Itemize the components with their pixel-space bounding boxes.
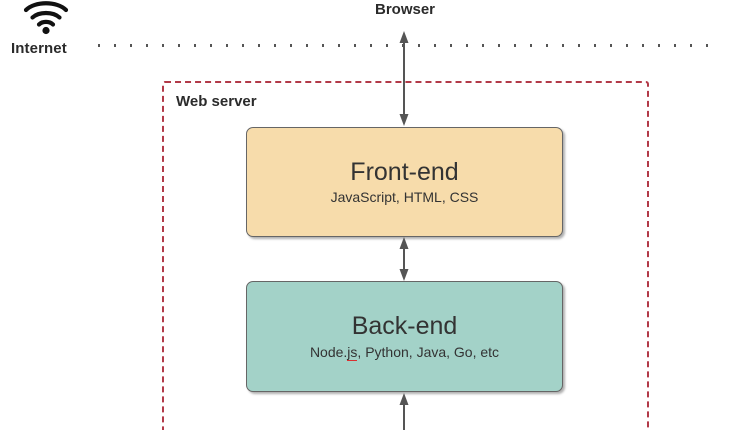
arrow-backend-from-below [399,393,409,430]
arrow-frontend-backend [399,237,409,281]
backend-subtitle-misspelled-word: js [347,343,358,361]
frontend-box[interactable]: Front-end JavaScript, HTML, CSS [246,127,563,237]
backend-subtitle-prefix: Node. [309,343,348,360]
wifi-icon [22,0,70,36]
web-server-label: Web server [176,93,257,110]
backend-title: Back-end [351,312,458,341]
internet-connector-dotted-line [98,44,714,47]
internet-label: Internet [11,40,67,57]
frontend-subtitle: JavaScript, HTML, CSS [330,189,479,206]
backend-subtitle-suffix: , Python, Java, Go, etc [357,343,500,360]
backend-box[interactable]: Back-end Node.js, Python, Java, Go, etc [246,281,563,392]
web-server-region [162,81,649,430]
backend-subtitle: Node.js, Python, Java, Go, etc [309,343,500,361]
browser-label: Browser [374,1,436,18]
arrow-browser-frontend [399,31,409,126]
frontend-title: Front-end [350,157,459,186]
